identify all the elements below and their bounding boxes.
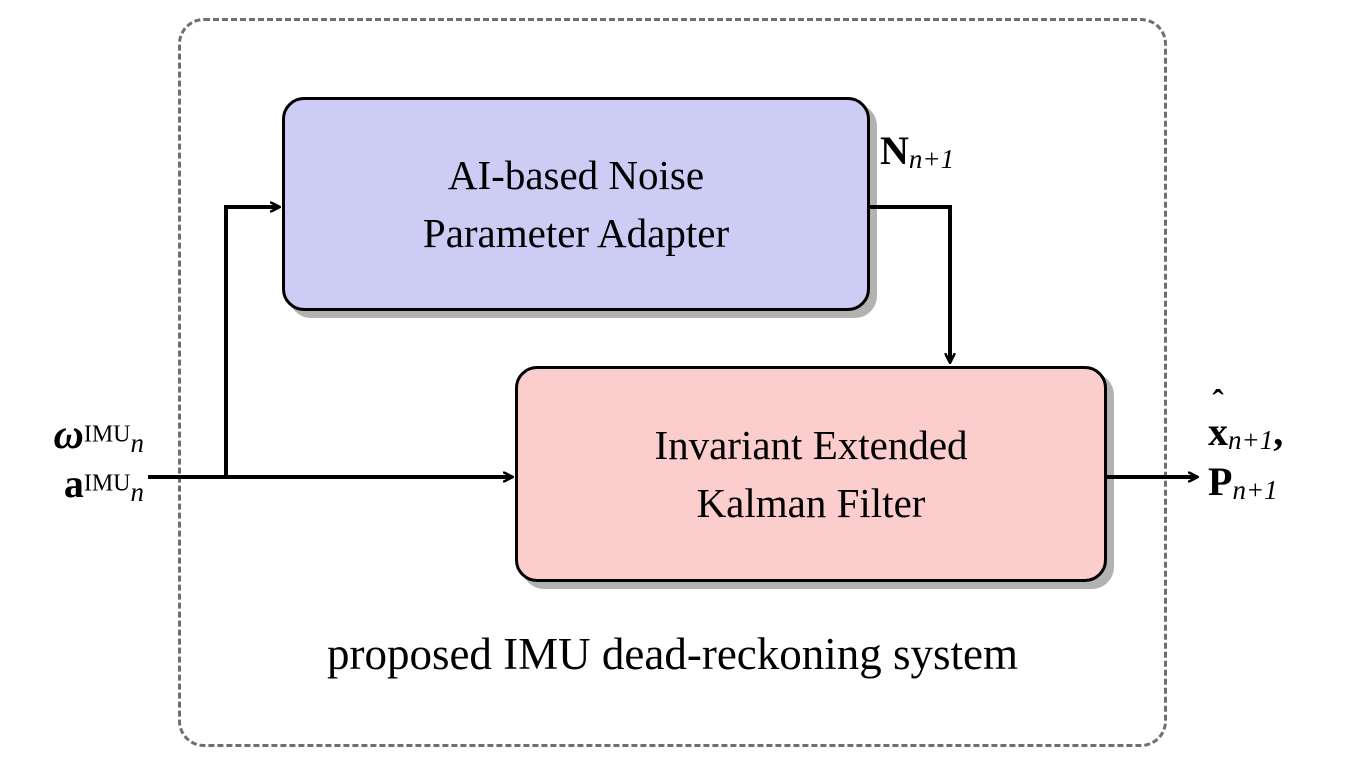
block-ai-noise-parameter-adapter[interactable]: AI-based Noise Parameter Adapter xyxy=(282,97,870,311)
label-imu-input: ωIMUn aIMUn xyxy=(8,414,144,512)
gyro-symbol: ω xyxy=(53,412,84,458)
covariance-symbol: P xyxy=(1208,459,1233,504)
gyro-subscript: n xyxy=(130,428,145,459)
label-gyro-input: ωIMUn xyxy=(8,412,145,459)
accel-superscript: IMU xyxy=(83,470,131,497)
system-caption: proposed IMU dead-reckoning system xyxy=(326,629,1019,679)
block-invariant-extended-kalman-filter[interactable]: Invariant Extended Kalman Filter xyxy=(515,366,1107,582)
state-symbol: x xyxy=(1208,409,1228,454)
hat-accent-icon: ˆ xyxy=(1212,384,1224,421)
state-trailing-comma: , xyxy=(1273,409,1284,454)
accel-symbol: a xyxy=(63,461,84,506)
system-boundary-frame xyxy=(178,18,1167,747)
noise-symbol: N xyxy=(880,128,909,173)
block-iekf-line2: Kalman Filter xyxy=(696,480,926,526)
label-covariance: Pn+1 xyxy=(1208,459,1283,506)
block-iekf-line1: Invariant Extended xyxy=(654,421,968,468)
state-subscript: n+1 xyxy=(1228,425,1274,456)
accel-subscript: n xyxy=(130,477,145,508)
label-noise-parameter: Nn+1 xyxy=(880,128,955,175)
noise-subscript: n+1 xyxy=(908,144,955,175)
gyro-superscript: IMU xyxy=(83,421,131,448)
block-adapter-line1: AI-based Noise xyxy=(447,151,705,198)
block-adapter-line2: Parameter Adapter xyxy=(422,210,730,256)
covariance-subscript: n+1 xyxy=(1232,475,1278,506)
label-accel-input: aIMUn xyxy=(8,461,145,508)
